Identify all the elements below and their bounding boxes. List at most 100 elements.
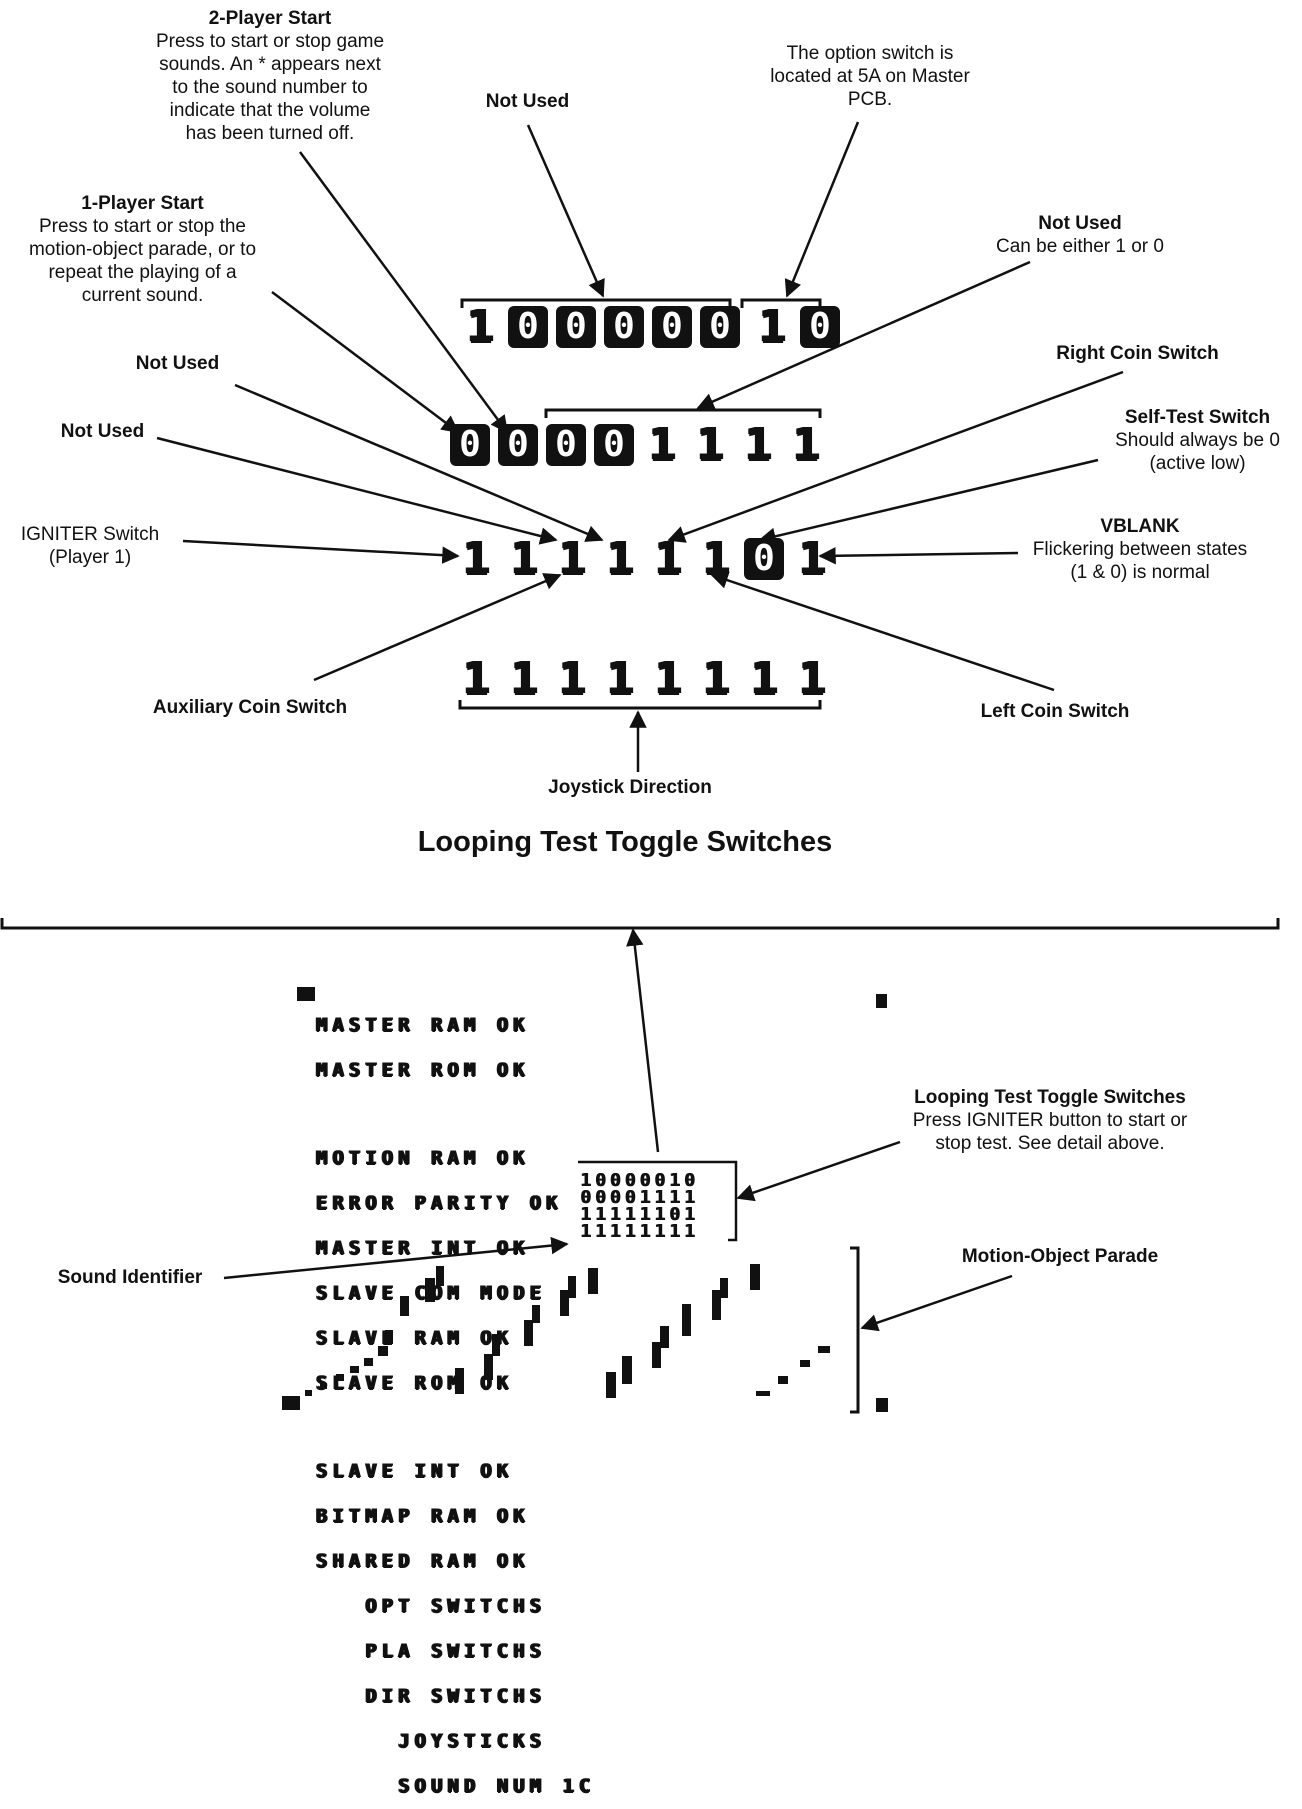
screen-line: SOUND NUM 1C [315, 1775, 595, 1797]
screen-line: ERROR PARITY OK [315, 1192, 562, 1214]
switch-bit: 1 [750, 653, 778, 704]
switch-bit: 0 [744, 538, 784, 580]
switch-bit: 0 [652, 306, 692, 348]
motion-parade-sprites [282, 987, 888, 1412]
screen-line: MASTER ROM OK [315, 1059, 529, 1081]
bracket-not-used-top [460, 298, 732, 308]
switch-bit: 1 [702, 533, 730, 584]
switch-bit: 0 [498, 424, 538, 466]
label-igniter: IGNITER Switch (Player 1) [20, 524, 160, 568]
screen-line: SHARED RAM OK [315, 1550, 529, 1572]
screen-diagnostic-text: MASTER RAM OK MASTER ROM OK MOTION RAM O… [315, 988, 594, 1809]
switch-bit: 1 [792, 419, 820, 470]
screen-line: OPT SWITCHS [315, 1595, 546, 1617]
switch-bit: 1 [510, 533, 538, 584]
screen-line: PLA SWITCHS [315, 1640, 546, 1662]
label-self-test: Self-Test Switch Should always be 0 (act… [1115, 407, 1280, 474]
label-one-player-start: 1-Player Start Press to start or stop th… [28, 193, 257, 306]
label-motion-parade: Motion-Object Parade [961, 1246, 1159, 1267]
arrow-not-used-top [526, 124, 605, 298]
label-not-used-left: Not Used [60, 421, 145, 442]
arrow-option [784, 121, 860, 298]
bracket-option [740, 298, 822, 308]
arrow-igniter [182, 539, 460, 564]
bracket-parade [850, 1246, 860, 1414]
switch-row-2: 0 0 0 0 1 1 1 1 [450, 419, 834, 470]
switch-bit: 1 [702, 653, 730, 704]
switch-bit: 0 [508, 306, 548, 348]
bracket-not-used-either [544, 408, 822, 418]
switch-bit: 1 [798, 653, 826, 704]
switch-bit: 0 [604, 306, 644, 348]
divider-bracket [0, 918, 1280, 930]
screen-line: JOYSTICKS [315, 1730, 546, 1752]
arrow-not-used-mid [234, 383, 604, 542]
label-not-used-either: Not Used Can be either 1 or 0 [996, 213, 1164, 257]
switch-bit: 1 [648, 419, 676, 470]
arrow-right-coin [667, 370, 1124, 543]
switch-value-line: 11111101 [580, 1204, 699, 1225]
screen-line: SLAVE ROM OK [315, 1372, 513, 1394]
switch-bit: 1 [466, 301, 494, 352]
switch-bit: 0 [556, 306, 596, 348]
bracket-joystick [458, 700, 822, 710]
switch-bit: 1 [462, 653, 490, 704]
arrow-left-coin [710, 571, 1055, 692]
arrow-vblank [818, 547, 1019, 565]
switch-bit: 1 [510, 653, 538, 704]
switch-bit: 1 [558, 533, 586, 584]
leader-lines [0, 121, 1280, 1414]
screen-line: MASTER INT OK [315, 1237, 529, 1259]
screen-switch-values: 10000010 00001111 11111101 11111111 [580, 1170, 699, 1242]
switch-bit: 0 [546, 424, 586, 466]
switch-row-1: 1 0 0 0 0 0 1 0 [460, 301, 848, 352]
arrow-self-test [758, 458, 1099, 545]
label-vblank: VBLANK Flickering between states (1 & 0)… [1032, 516, 1248, 583]
label-left-coin: Left Coin Switch [980, 701, 1130, 722]
arrow-aux-coin [313, 573, 562, 682]
label-aux-coin: Auxiliary Coin Switch [152, 697, 348, 718]
screen-line [315, 1108, 594, 1121]
switch-bit: 1 [798, 533, 826, 584]
arrow-not-used-left [156, 436, 558, 545]
screen-line [315, 1421, 594, 1434]
arrow-looping-bottom [736, 1140, 901, 1202]
label-sound-identifier: Sound Identifier [57, 1267, 203, 1288]
switch-bit: 1 [744, 419, 772, 470]
arrow-1player [271, 291, 460, 434]
switch-bit: 0 [450, 424, 490, 466]
switch-bit: 1 [462, 533, 490, 584]
switch-bit: 1 [654, 653, 682, 704]
switch-bit: 0 [594, 424, 634, 466]
label-option-switch: The option switch is located at 5A on Ma… [770, 43, 970, 110]
arrow-sound-id [223, 1236, 569, 1280]
screen-line: BITMAP RAM OK [315, 1505, 529, 1527]
bracket-switch-box [578, 1160, 738, 1242]
switch-row-3: 1 1 1 1 1 1 0 1 [456, 533, 840, 584]
arrow-to-top [626, 928, 660, 1153]
label-not-used-mid: Not Used [135, 353, 220, 374]
switch-value-line: 10000010 [580, 1170, 699, 1191]
label-looping-bottom: Looping Test Toggle Switches Press IGNIT… [912, 1087, 1188, 1154]
label-joystick: Joystick Direction [548, 777, 712, 798]
screen-line: SLAVE RAM OK [315, 1327, 513, 1349]
arrow-parade [860, 1274, 1013, 1332]
switch-bit: 0 [800, 306, 840, 348]
switch-bit: 0 [700, 306, 740, 348]
switch-row-4: 1 1 1 1 1 1 1 1 [456, 653, 840, 704]
switch-bit: 1 [696, 419, 724, 470]
screen-line: MASTER RAM OK [315, 1014, 529, 1036]
switch-bit: 1 [606, 533, 634, 584]
screen-line: SLAVE INT OK [315, 1460, 513, 1482]
switch-value-line: 00001111 [580, 1187, 699, 1208]
label-two-player-start: 2-Player Start Press to start or stop ga… [155, 8, 385, 144]
switch-bit: 1 [606, 653, 634, 704]
screen-line: DIR SWITCHS [315, 1685, 546, 1707]
arrow-2player [298, 151, 509, 434]
switch-bit: 1 [558, 653, 586, 704]
switch-bit: 1 [654, 533, 682, 584]
arrow-not-used-either [696, 260, 1031, 410]
switch-value-line: 11111111 [580, 1221, 699, 1242]
label-right-coin: Right Coin Switch [1056, 343, 1219, 364]
screen-line: SLAVE COM MODE [315, 1282, 546, 1304]
